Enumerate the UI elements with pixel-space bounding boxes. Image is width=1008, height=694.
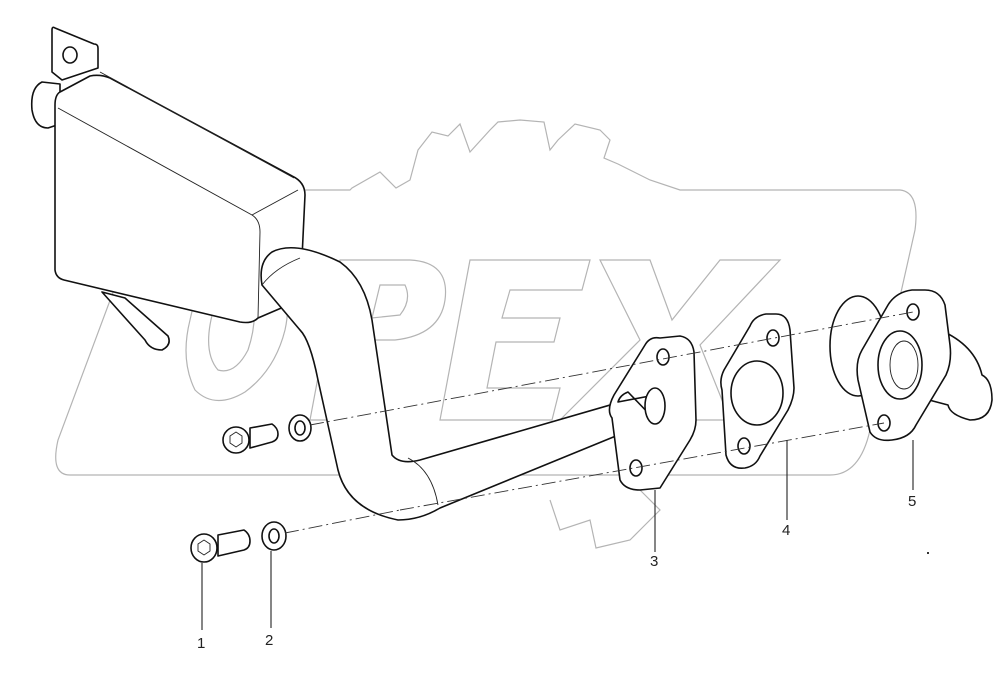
screw-washer-set-lower <box>190 521 287 563</box>
callout-1: 1 <box>197 635 206 652</box>
screw-washer-set-upper <box>222 414 312 454</box>
callout-3: 3 <box>650 553 659 570</box>
part-4-gasket <box>720 313 795 470</box>
callout-5: 5 <box>908 493 917 510</box>
part-3-pipe-with-flange <box>260 246 697 521</box>
tank-reservoir <box>30 26 306 351</box>
part-5-flange-fitting <box>829 289 993 442</box>
assembly-axes <box>284 311 914 534</box>
callout-2: 2 <box>265 632 274 649</box>
callout-4: 4 <box>782 522 791 539</box>
leader-lines <box>201 440 914 630</box>
stray-mark <box>927 552 929 554</box>
